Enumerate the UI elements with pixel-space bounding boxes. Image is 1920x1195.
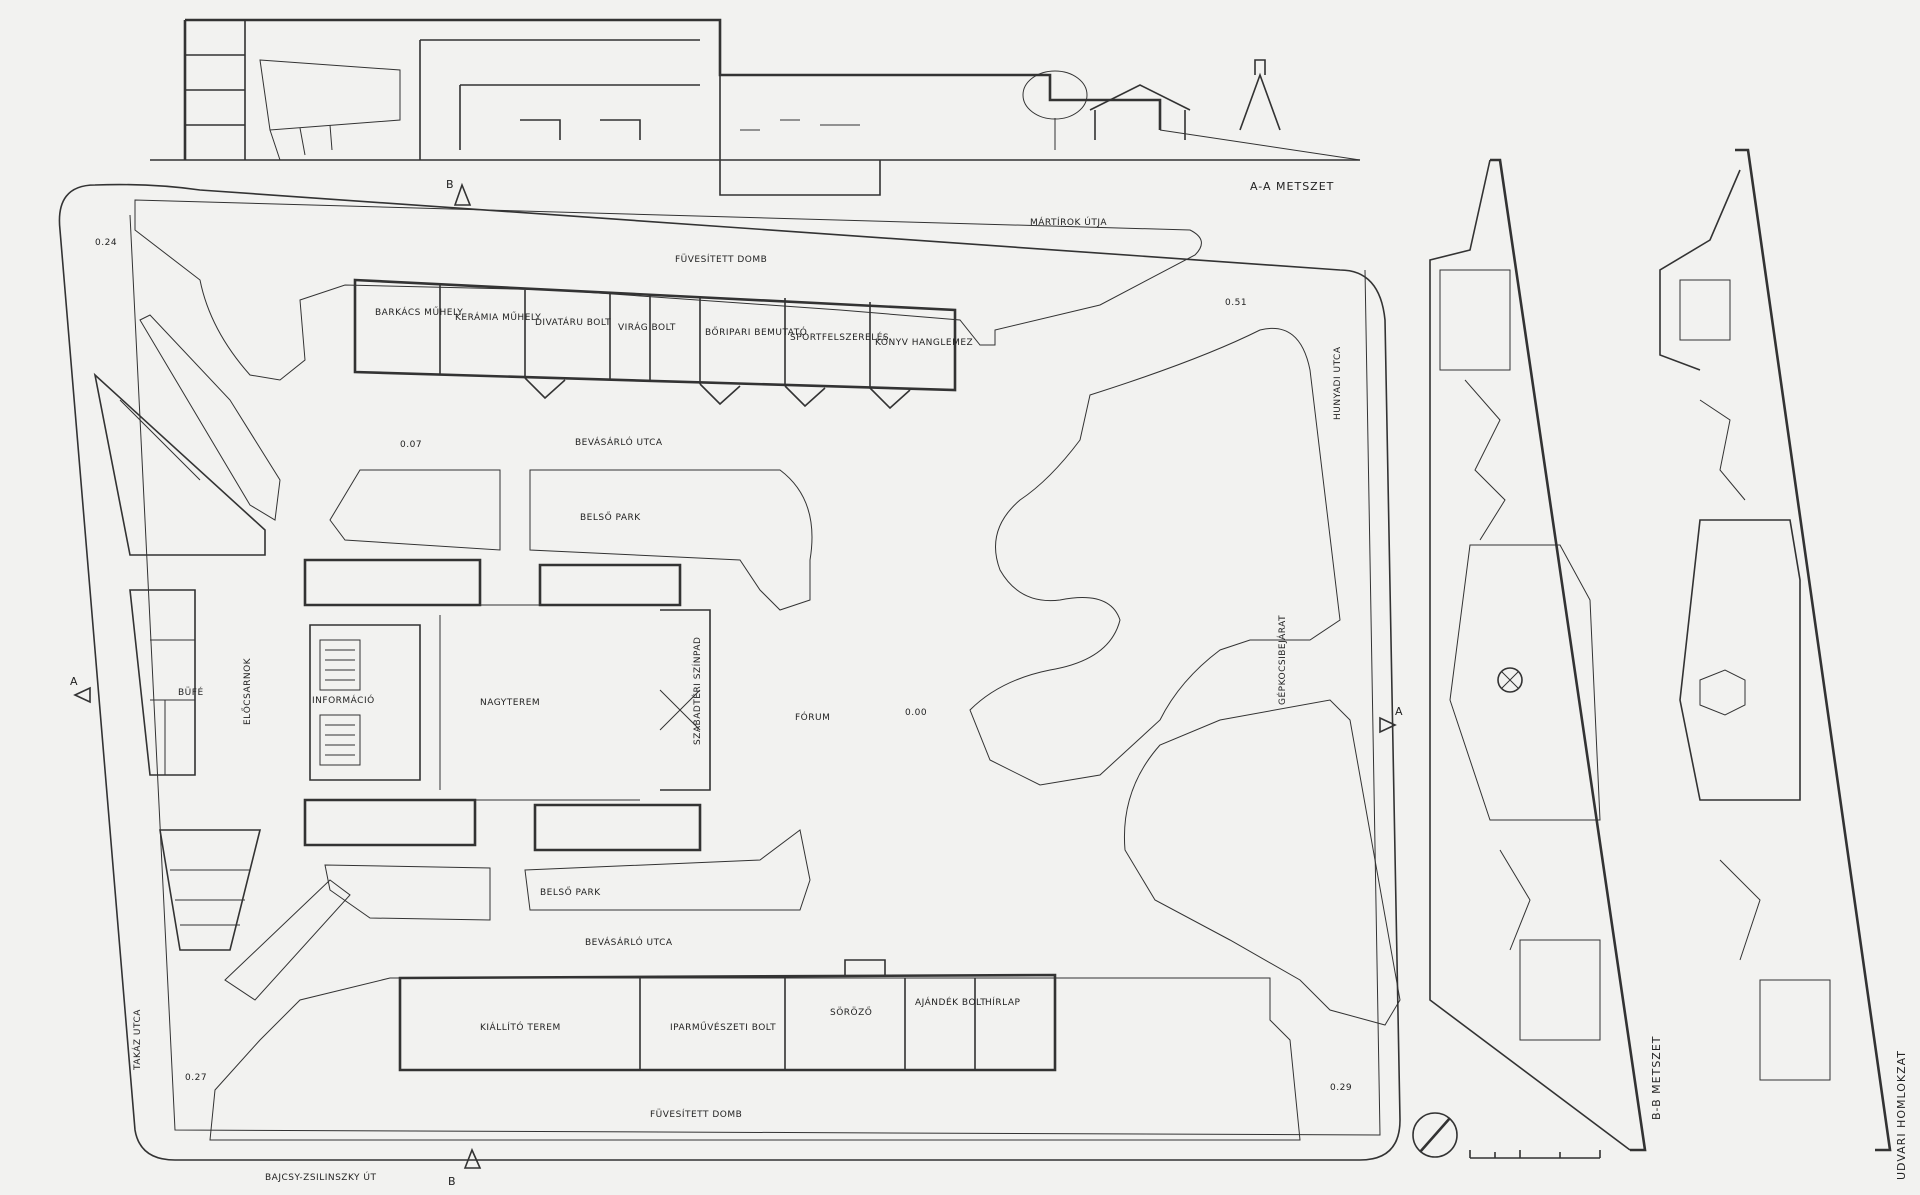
main-hall-label: NAGYTEREM (480, 698, 540, 708)
section-bb-drawing: B-B METSZET (1429, 158, 1663, 1152)
shop-label: KIÁLLÍTÓ TEREM (480, 1021, 561, 1033)
west-wing (93, 372, 266, 951)
elevation-title: UDVARI HOMLOKZAT (1895, 1050, 1908, 1180)
courtyard-elevation-drawing: UDVARI HOMLOKZAT (1659, 148, 1908, 1180)
west-sliver-south (224, 879, 351, 1001)
section-marker-a-right: A (1395, 705, 1404, 718)
inner-park-south-label: BELSŐ PARK (540, 887, 601, 898)
level-mark: 0.00 (905, 708, 927, 718)
section-arrow-icon (453, 182, 472, 206)
shop-label: KERÁMIA MŰHELY (455, 311, 541, 323)
shop-label: HÍRLAP (985, 996, 1021, 1008)
shop-label: DIVATÁRU BOLT (535, 316, 611, 328)
street-east-label: HUNYADI UTCA (1333, 346, 1343, 420)
section-markers: B B A A (70, 178, 1404, 1188)
shop-label: BARKÁCS MŰHELY (375, 306, 463, 318)
shop-label: VIRÁG BOLT (618, 321, 676, 333)
section-arrow-icon (463, 1147, 482, 1169)
level-mark: 0.24 (95, 238, 117, 248)
forum-label: FÓRUM (795, 711, 830, 723)
street-inner-north-label: BEVÁSÁRLÓ UTCA (575, 436, 663, 448)
south-shop-row: KIÁLLÍTÓ TEREM IPARMŰVÉSZETI BOLT SÖRÖZŐ… (398, 959, 1057, 1072)
west-sliver-north (139, 314, 281, 521)
central-building: NAGYTEREM INFORMÁCIÓ BÜFÉ ELŐCSARNOK SZA… (178, 512, 1288, 898)
north-mound (134, 199, 1202, 381)
forum-lobe (969, 327, 1341, 786)
mound-south-label: FÜVESÍTETT DOMB (650, 1108, 742, 1120)
south-mound (209, 977, 1301, 1141)
info-label: INFORMÁCIÓ (312, 694, 375, 706)
section-aa-title: A-A METSZET (1250, 180, 1334, 193)
section-arrow-icon (73, 686, 91, 704)
shop-label: SÖRÖZŐ (830, 1007, 872, 1018)
level-mark: 0.29 (1330, 1083, 1352, 1093)
lobby-label: ELŐCSARNOK (242, 657, 253, 725)
level-mark: 0.51 (1225, 298, 1247, 308)
tree-icon (1022, 70, 1088, 150)
level-mark: 0.27 (185, 1073, 207, 1083)
scale-bar (1469, 1150, 1601, 1159)
north-shop-row: BARKÁCS MŰHELY KERÁMIA MŰHELY DIVATÁRU B… (353, 278, 973, 410)
section-bb-title: B-B METSZET (1650, 1035, 1663, 1120)
street-south-label: BAJCSY-ZSILINSZKY ÚT (265, 1171, 377, 1183)
inner-park-south (324, 829, 811, 921)
shop-label: SPORTFELSZERELÉS (790, 331, 889, 343)
section-marker-b-bottom: B (448, 1175, 457, 1188)
shop-label: IPARMŰVÉSZETI BOLT (670, 1021, 776, 1033)
shop-label: KÖNYV HANGLEMEZ (875, 337, 973, 348)
street-labels: MÁRTÍROK ÚTJA BAJCSY-ZSILINSZKY ÚT TAKÁZ… (131, 216, 1343, 1183)
grass-mounds (134, 199, 1401, 1141)
stage-label: SZABADTÉRI SZÍNPAD (691, 637, 703, 745)
street-north-label: MÁRTÍROK ÚTJA (1030, 216, 1107, 228)
section-arrow-icon (1379, 716, 1397, 734)
site-boundary (58, 183, 1401, 1161)
buffet-label: BÜFÉ (178, 686, 204, 698)
east-mound-south (1123, 699, 1401, 1026)
street-west-label: TAKÁZ UTCA (131, 1009, 143, 1071)
mound-north-label: FÜVESÍTETT DOMB (675, 253, 767, 265)
shop-label: AJÁNDÉK BOLT (915, 996, 986, 1008)
level-mark: 0.07 (400, 440, 422, 450)
inner-park-north (329, 469, 813, 611)
inner-park-north-label: BELSŐ PARK (580, 512, 641, 523)
section-aa-drawing: A-A METSZET (150, 18, 1361, 196)
shop-label: BŐRIPARI BEMUTATÓ (705, 326, 807, 338)
car-entrance-label: GÉPKOCSIBEJÁRAT (1276, 615, 1288, 705)
level-marks: 0.24 0.51 0.27 0.29 0.07 0.00 (95, 238, 1352, 1093)
street-inner-south-label: BEVÁSÁRLÓ UTCA (585, 936, 673, 948)
section-marker-a-left: A (70, 675, 79, 688)
north-arrow-icon (1412, 1112, 1458, 1158)
section-marker-b-top: B (446, 178, 455, 191)
